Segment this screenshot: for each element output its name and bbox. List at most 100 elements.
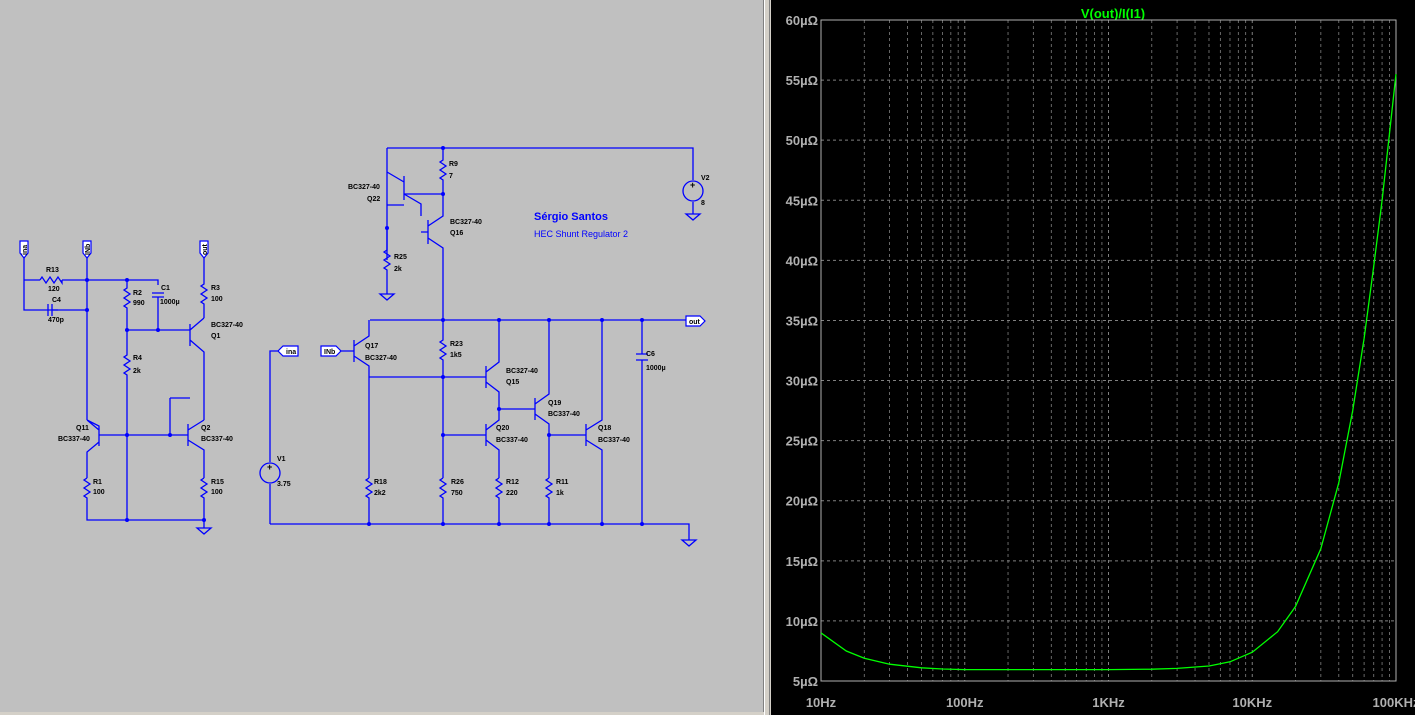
svg-text:7: 7	[449, 173, 453, 180]
y-tick-label: 30µΩ	[786, 374, 818, 389]
svg-text:1k: 1k	[556, 490, 564, 497]
svg-text:220: 220	[506, 490, 518, 497]
svg-text:750: 750	[451, 490, 463, 497]
net-flag-inb[interactable]: INb	[82, 240, 92, 259]
svg-text:R26: R26	[451, 479, 464, 486]
svg-text:Q15: Q15	[506, 379, 519, 386]
svg-text:R11: R11	[556, 479, 569, 486]
svg-text:V1: V1	[277, 456, 286, 463]
svg-text:BC337-40: BC337-40	[496, 437, 528, 444]
trace-label[interactable]: V(out)/I(I1)	[1081, 6, 1145, 21]
y-tick-label: 15µΩ	[786, 554, 818, 569]
svg-text:ina: ina	[286, 349, 296, 356]
svg-text:Q19: Q19	[548, 400, 561, 407]
svg-text:V2: V2	[701, 175, 710, 182]
svg-text:100: 100	[211, 489, 223, 496]
y-axis-ticks: 60µΩ 55µΩ 50µΩ 45µΩ 40µΩ 35µΩ 30µΩ 25µΩ 20µΩ 15µΩ…	[786, 13, 818, 689]
svg-text:Q22: Q22	[367, 196, 380, 203]
svg-text:BC337-40: BC337-40	[548, 411, 580, 418]
y-tick-label: 40µΩ	[786, 253, 818, 268]
svg-text:2k: 2k	[133, 368, 141, 375]
svg-text:R3: R3	[211, 285, 220, 292]
svg-text:R23: R23	[450, 341, 463, 348]
svg-text:BC327-40: BC327-40	[506, 368, 538, 375]
net-flag-out-left[interactable]: out	[199, 240, 209, 259]
y-tick-label: 35µΩ	[786, 313, 818, 328]
left-circuit: ina INb out	[19, 240, 243, 535]
net-flag-ina-right[interactable]: ina	[277, 345, 299, 357]
x-tick-label: 10KHz	[1232, 695, 1272, 710]
x-axis-ticks: 10Hz 100Hz 1KHz 10KHz 100KHz	[806, 695, 1415, 710]
x-tick-label: 100Hz	[946, 695, 984, 710]
svg-text:R15: R15	[211, 479, 224, 486]
voltage-source-v2[interactable]: +	[682, 180, 704, 202]
x-tick-label: 100KHz	[1373, 695, 1415, 710]
author-label: Sérgio Santos	[534, 211, 608, 223]
svg-text:C6: C6	[646, 351, 655, 358]
svg-text:990: 990	[133, 300, 145, 307]
svg-text:R2: R2	[133, 290, 142, 297]
svg-text:Q11: Q11	[76, 425, 89, 432]
svg-text:INb: INb	[324, 349, 335, 356]
svg-text:R9: R9	[449, 161, 458, 168]
svg-text:BC337-40: BC337-40	[201, 436, 233, 443]
svg-text:1000µ: 1000µ	[646, 365, 666, 372]
svg-text:Q17: Q17	[365, 343, 378, 350]
svg-text:R18: R18	[374, 479, 387, 486]
svg-text:C4: C4	[52, 297, 61, 304]
plot-frame	[820, 19, 1397, 682]
plot-grid	[820, 19, 1397, 682]
svg-text:470p: 470p	[48, 317, 64, 324]
svg-text:100: 100	[93, 489, 105, 496]
right-circuit: + out ina + INb	[259, 146, 710, 547]
schematic-editor[interactable]: ina INb out	[0, 0, 764, 712]
svg-text:2k2: 2k2	[374, 490, 386, 497]
svg-text:3.75: 3.75	[277, 481, 291, 488]
svg-text:2k: 2k	[394, 266, 402, 273]
svg-text:Q16: Q16	[450, 230, 463, 237]
svg-text:1000µ: 1000µ	[160, 299, 180, 306]
trace-line[interactable]	[820, 74, 1397, 671]
net-flag-ina[interactable]: ina	[19, 240, 29, 259]
voltage-source-v1[interactable]: +	[259, 462, 281, 484]
svg-text:100: 100	[211, 296, 223, 303]
svg-text:R13: R13	[46, 267, 59, 274]
svg-text:R1: R1	[93, 479, 102, 486]
y-tick-label: 25µΩ	[786, 434, 818, 449]
plot-canvas: V(out)/I(I1) 60µΩ 55µΩ 50µΩ 45µΩ 40µΩ 35µΩ 30µ…	[786, 6, 1415, 710]
svg-text:BC327-40: BC327-40	[365, 355, 397, 362]
svg-text:BC327-40: BC327-40	[348, 184, 380, 191]
waveform-viewer[interactable]: V(out)/I(I1) 60µΩ 55µΩ 50µΩ 45µΩ 40µΩ 35µΩ 30µ…	[771, 0, 1415, 715]
y-tick-label: 45µΩ	[786, 193, 818, 208]
svg-text:120: 120	[48, 286, 60, 293]
svg-text:R4: R4	[133, 355, 142, 362]
y-tick-label: 60µΩ	[786, 13, 818, 28]
net-flag-inb-right[interactable]: INb	[320, 345, 342, 357]
net-flag-out-right[interactable]: out	[685, 315, 706, 327]
svg-text:INb: INb	[85, 244, 92, 255]
y-tick-label: 55µΩ	[786, 73, 818, 88]
svg-text:BC327-40: BC327-40	[211, 322, 243, 329]
svg-text:BC337-40: BC337-40	[58, 436, 90, 443]
circuit-title: HEC Shunt Regulator 2	[534, 229, 628, 239]
svg-text:C1: C1	[161, 285, 170, 292]
svg-text:Q1: Q1	[211, 333, 220, 340]
svg-text:out: out	[689, 319, 701, 326]
y-tick-label: 10µΩ	[786, 614, 818, 629]
y-tick-label: 20µΩ	[786, 494, 818, 509]
svg-text:8: 8	[701, 200, 705, 207]
x-tick-label: 10Hz	[806, 695, 837, 710]
svg-text:ina: ina	[22, 245, 29, 255]
pane-splitter[interactable]	[764, 0, 770, 715]
svg-text:1k5: 1k5	[450, 352, 462, 359]
svg-text:Q2: Q2	[201, 425, 210, 432]
svg-text:Q18: Q18	[598, 425, 611, 432]
y-tick-label: 50µΩ	[786, 133, 818, 148]
svg-text:R25: R25	[394, 254, 407, 261]
schematic-canvas[interactable]: ina INb out	[0, 0, 763, 712]
x-tick-label: 1KHz	[1092, 695, 1125, 710]
svg-text:+: +	[690, 180, 695, 190]
svg-text:BC327-40: BC327-40	[450, 219, 482, 226]
svg-text:Q20: Q20	[496, 425, 509, 432]
svg-text:out: out	[202, 243, 209, 255]
